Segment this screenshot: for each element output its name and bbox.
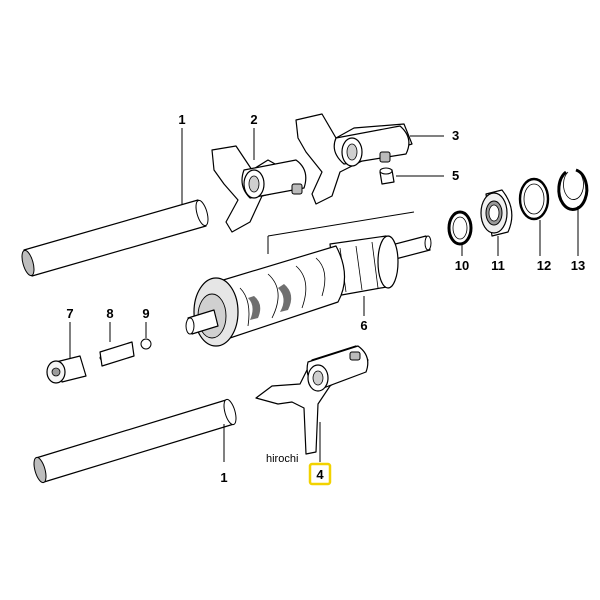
label-9: 9: [142, 306, 149, 321]
circlip-13: [557, 168, 589, 211]
screw-7: [46, 355, 87, 384]
guide-pin-5: [379, 167, 395, 185]
shift-fork-2: [211, 145, 307, 233]
shift-drum-6: [185, 235, 432, 347]
label-1-bottom: 1: [220, 470, 227, 485]
washer-12: [518, 177, 550, 221]
label-3: 3: [452, 128, 459, 143]
shift-rod-top: [21, 199, 209, 277]
leader-bracket-top: [267, 211, 415, 237]
ball-bearing-11: [480, 189, 513, 237]
label-1-top: 1: [178, 112, 185, 127]
label-2: 2: [250, 112, 257, 127]
retaining-ring-10: [447, 210, 473, 246]
label-4[interactable]: 4: [316, 467, 324, 482]
label-5: 5: [452, 168, 459, 183]
label-10: 10: [455, 258, 469, 273]
label-13: 13: [571, 258, 585, 273]
label-4-highlight[interactable]: [308, 462, 332, 486]
shift-fork-3: [295, 113, 413, 205]
label-11: 11: [491, 258, 505, 273]
label-12: 12: [537, 258, 551, 273]
watermark-text: hirochi: [266, 453, 298, 465]
label-6: 6: [360, 318, 367, 333]
label-8: 8: [106, 306, 113, 321]
shift-fork-4[interactable]: [255, 345, 369, 455]
shift-rod-bottom: [33, 398, 237, 484]
spring-8: [99, 341, 135, 367]
label-7: 7: [66, 306, 73, 321]
ball-9: [140, 338, 152, 350]
